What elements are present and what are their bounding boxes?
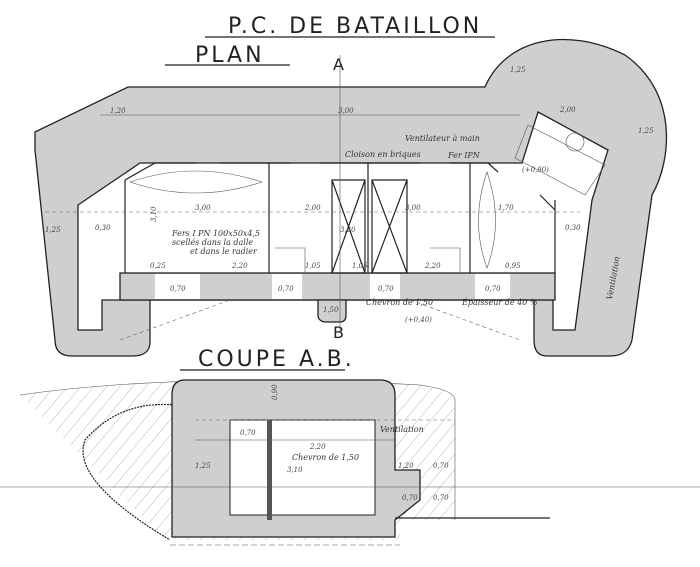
opening xyxy=(272,274,302,299)
ipn-column xyxy=(267,420,272,520)
svg-text:0,70: 0,70 xyxy=(433,494,449,502)
svg-text:0,30: 0,30 xyxy=(95,224,111,232)
svg-text:1,25: 1,25 xyxy=(195,462,211,470)
lens-beam xyxy=(478,171,496,269)
rubble-cover xyxy=(82,403,176,541)
svg-text:2,00: 2,00 xyxy=(304,204,321,212)
svg-text:1,20: 1,20 xyxy=(398,462,414,470)
svg-text:0,70: 0,70 xyxy=(170,285,186,293)
section-marker-a: A xyxy=(333,55,347,74)
svg-text:3,00: 3,00 xyxy=(338,107,354,115)
section-title: COUPE A.B. xyxy=(180,347,355,372)
svg-text:1,50: 1,50 xyxy=(323,306,339,314)
section-marker-b: B xyxy=(333,323,347,342)
opening xyxy=(475,274,510,299)
svg-text:2,20: 2,20 xyxy=(424,262,441,270)
section-room xyxy=(229,419,376,516)
plan-outer-wall xyxy=(34,38,668,357)
svg-text:COUPE A.B.: COUPE A.B. xyxy=(198,347,355,372)
note-ventilation: Ventilation xyxy=(380,425,424,434)
svg-text:3,00: 3,00 xyxy=(405,204,421,212)
svg-text:3,20: 3,20 xyxy=(340,226,356,234)
svg-text:(+0,90): (+0,90) xyxy=(522,166,549,174)
svg-text:1,20: 1,20 xyxy=(110,107,126,115)
svg-text:1,25: 1,25 xyxy=(638,127,654,135)
svg-text:1,05: 1,05 xyxy=(352,262,368,270)
svg-text:0,70: 0,70 xyxy=(240,429,256,437)
svg-text:(+0,40): (+0,40) xyxy=(405,316,432,324)
svg-text:0,90: 0,90 xyxy=(271,384,279,400)
note-partition: Cloison en briques xyxy=(345,150,421,159)
svg-text:3,10: 3,10 xyxy=(150,206,158,222)
opening xyxy=(370,274,400,299)
svg-text:0,70: 0,70 xyxy=(433,462,449,470)
note-ventilator: Ventilateur à main xyxy=(405,134,480,143)
svg-text:0,70: 0,70 xyxy=(378,285,394,293)
note-ipn-beams: et dans le radier xyxy=(190,247,258,256)
svg-text:3,00: 3,00 xyxy=(195,204,211,212)
note-chevron-section: Chevron de 1,50 xyxy=(292,453,359,462)
svg-text:2,20: 2,20 xyxy=(309,443,326,451)
main-title: P.C. DE BATAILLON xyxy=(205,14,495,39)
svg-text:0,70: 0,70 xyxy=(485,285,501,293)
plan-title: PLAN xyxy=(165,43,290,68)
svg-text:1,25: 1,25 xyxy=(45,226,61,234)
note-ipn: Fer IPN xyxy=(447,151,481,160)
svg-text:0,70: 0,70 xyxy=(402,494,418,502)
lens-beam xyxy=(129,170,263,194)
svg-text:3,10: 3,10 xyxy=(287,466,303,474)
svg-text:0,30: 0,30 xyxy=(565,224,581,232)
svg-text:PLAN: PLAN xyxy=(195,43,265,68)
svg-text:0,70: 0,70 xyxy=(278,285,294,293)
svg-text:1,05: 1,05 xyxy=(305,262,321,270)
plan-dimensions: 3,00 1,20 3,00 2,00 3,00 3,10 3,20 1,70 … xyxy=(45,66,654,324)
ventilator-chamber xyxy=(514,124,606,196)
note-ipn-beams: Fers I PN 100x50x4,5 xyxy=(171,229,260,238)
opening xyxy=(155,274,200,299)
note-epaisseur: Épaisseur de 40 % xyxy=(461,298,538,307)
svg-text:1,70: 1,70 xyxy=(498,204,514,212)
section-view xyxy=(0,379,700,546)
construction-lines xyxy=(119,299,521,341)
interior-walls xyxy=(124,162,556,274)
note-chevron: Chevron de 1,50 xyxy=(366,298,433,307)
note-ipn-beams: scellés dans la dalle xyxy=(172,238,253,247)
svg-text:0,95: 0,95 xyxy=(505,262,521,270)
svg-text:0,25: 0,25 xyxy=(150,262,166,270)
svg-text:P.C. DE BATAILLON: P.C. DE BATAILLON xyxy=(228,14,482,39)
svg-text:2,20: 2,20 xyxy=(231,262,248,270)
svg-text:1,25: 1,25 xyxy=(510,66,526,74)
svg-text:2,00: 2,00 xyxy=(559,106,576,114)
